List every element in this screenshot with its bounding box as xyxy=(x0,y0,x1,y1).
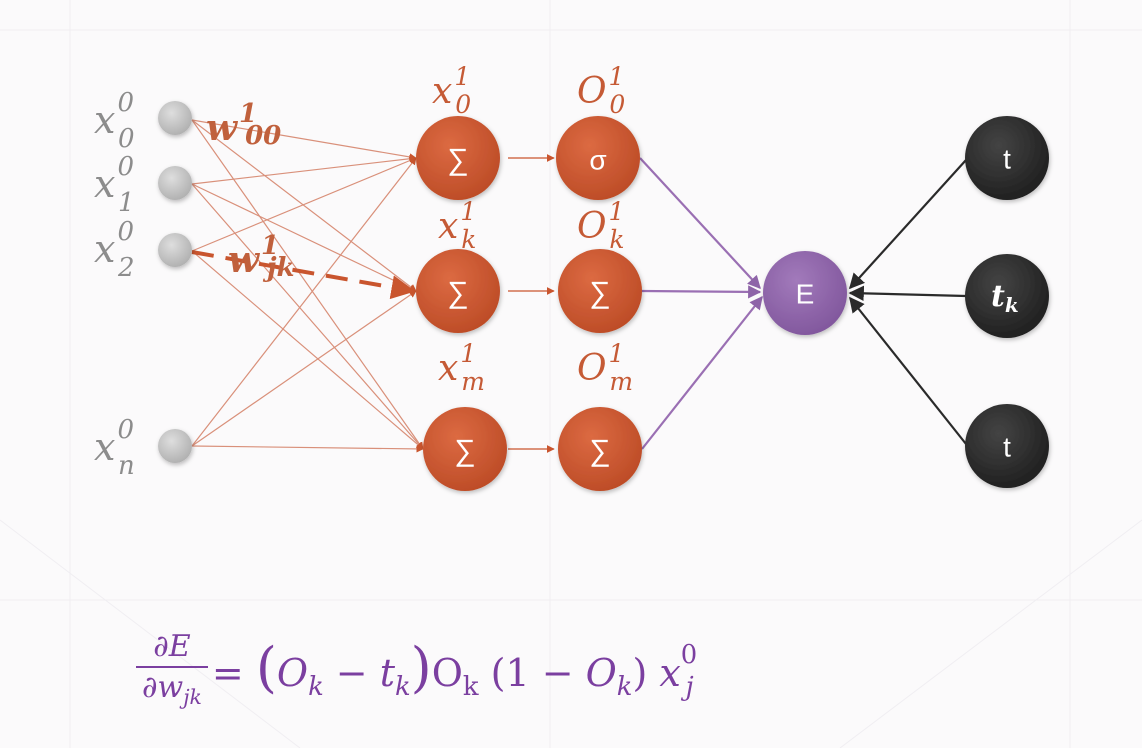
input-layer xyxy=(158,101,192,463)
edge-input-2-to-sum-0 xyxy=(191,157,417,252)
input-node-1 xyxy=(158,166,192,200)
formula-rhs: = (Ok − tk)Ok (1 − Ok) x0j xyxy=(211,635,698,703)
formula-denominator: ∂wjk xyxy=(136,665,208,709)
edge-input-2-to-sum-2 xyxy=(191,250,424,450)
svg-text:∑: ∑ xyxy=(447,277,468,310)
edge-input-1-to-sum-2 xyxy=(191,183,424,450)
svg-text:t: t xyxy=(1003,432,1011,463)
error-node: E xyxy=(763,251,847,335)
target-node-0: t xyxy=(965,116,1049,200)
edge-input-1-to-sum-0 xyxy=(191,155,417,185)
hidden-edges xyxy=(508,154,555,453)
edge-input-0-to-sum-1 xyxy=(191,119,417,292)
input-node-0 xyxy=(158,101,192,135)
gradient-formula: ∂E ∂wjk = (Ok − tk)Ok (1 − Ok) x0j xyxy=(136,614,698,724)
edge-input-1-to-sum-1 xyxy=(191,183,417,292)
output-edges xyxy=(639,157,763,450)
target-layer: t tk t xyxy=(965,116,1049,488)
svg-text:∑: ∑ xyxy=(447,144,468,177)
svg-text:E: E xyxy=(796,279,815,310)
target-node-k: tk xyxy=(965,254,1049,338)
edge-input-0-to-sum-2 xyxy=(191,119,424,450)
formula-numerator: ∂E xyxy=(153,628,191,664)
sum-node-m: ∑ xyxy=(423,407,507,491)
edge-input-3-to-sum-2 xyxy=(191,445,424,453)
edge-input-3-to-sum-0 xyxy=(191,157,417,447)
svg-text:∑: ∑ xyxy=(454,435,475,468)
activation-node-k: ∑ xyxy=(558,249,642,333)
weight-jk-dashed-edge xyxy=(191,250,416,300)
input-edges xyxy=(191,119,424,453)
target-edges xyxy=(848,159,967,445)
input-node-n xyxy=(158,429,192,463)
svg-text:t: t xyxy=(1003,144,1011,175)
activation-layer: σ ∑ ∑ xyxy=(556,116,642,491)
partial-derivative-fraction: ∂E ∂wjk xyxy=(136,629,208,709)
activation-node-m: ∑ xyxy=(558,407,642,491)
target-node-2: t xyxy=(965,404,1049,488)
svg-text:σ: σ xyxy=(589,145,606,176)
svg-text:tk: tk xyxy=(991,279,1019,317)
sum-node-k: ∑ xyxy=(416,249,500,333)
input-node-2 xyxy=(158,233,192,267)
sum-node-0: ∑ xyxy=(416,116,500,200)
sum-layer: ∑ ∑ ∑ xyxy=(416,116,507,491)
svg-text:∑: ∑ xyxy=(589,435,610,468)
edge-input-0-to-sum-0 xyxy=(191,119,417,161)
edge-input-3-to-sum-1 xyxy=(191,290,417,447)
activation-node-sigma: σ xyxy=(556,116,640,200)
svg-text:∑: ∑ xyxy=(589,277,610,310)
